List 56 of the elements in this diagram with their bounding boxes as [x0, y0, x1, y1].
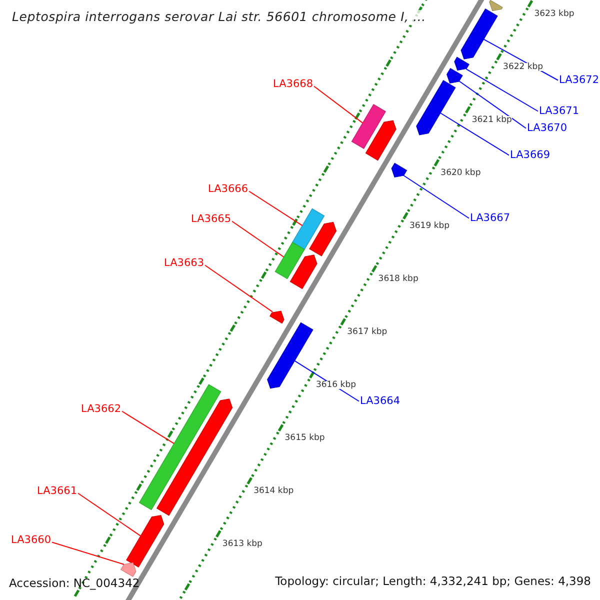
gene-feature [120, 562, 136, 578]
gene-feature [270, 310, 284, 324]
scale-label: 3613 kbp [222, 540, 262, 548]
gene-feature [292, 208, 325, 250]
gene-feature [156, 398, 233, 516]
scale-label: 3618 kbp [378, 274, 418, 284]
gene-label: LA3665 [191, 214, 231, 224]
gene-label: LA3660 [11, 535, 51, 546]
gene-feature [290, 254, 318, 290]
gene-label: LA3672 [559, 75, 599, 86]
gene-label: LA3662 [81, 404, 121, 414]
gene-feature [391, 162, 408, 178]
leader-line [403, 175, 470, 219]
leader-line [248, 190, 303, 226]
gene-label: LA3671 [539, 106, 579, 116]
leader-line [458, 80, 526, 129]
gene-feature [126, 514, 164, 568]
gene-label: LA3667 [470, 213, 510, 224]
gene-feature [309, 222, 337, 256]
leader-line [78, 492, 142, 536]
accession-text: Accession: NC_004342 [9, 578, 140, 590]
leader-line [232, 220, 284, 258]
gene-feature [454, 56, 470, 71]
scale-label: 3621 kbp [472, 116, 512, 124]
leader-line [122, 410, 175, 444]
gene-label: LA3666 [208, 184, 248, 194]
scale-label: 3620 kbp [440, 168, 481, 178]
gene-label: LA3669 [510, 150, 550, 160]
gene-feature [274, 242, 305, 280]
topology-text: Topology: circular; Length: 4,332,241 bp; Genes: 4,398 [275, 575, 591, 588]
gene-label: LA3668 [273, 79, 313, 90]
gene-label: LA3661 [37, 486, 77, 496]
gene-feature [489, 0, 503, 12]
gene-label: LA3663 [164, 258, 204, 268]
gene-feature [138, 384, 222, 510]
gene-label: LA3670 [527, 123, 567, 134]
scale-label: 3622 kbp [503, 62, 544, 72]
scale-label: 3623 kbp [534, 10, 574, 18]
title: Leptospira interrogans serovar Lai str. 56601 chromosome I, ... [12, 10, 426, 24]
gene-feature [446, 68, 463, 84]
leader-line [52, 542, 124, 565]
gene-feature [351, 104, 386, 149]
scale-label: 3614 kbp [254, 486, 294, 496]
gene-feature [267, 322, 314, 389]
scale-label: 3617 kbp [347, 328, 388, 336]
leader-line [466, 68, 538, 112]
gene-feature [365, 120, 396, 161]
scale-label: 3619 kbp [409, 222, 450, 230]
leader-line [314, 86, 364, 124]
gene-feature [460, 8, 498, 60]
scale-label: 3616 kbp [316, 380, 356, 390]
leader-line [204, 264, 273, 312]
gene-label: LA3664 [360, 396, 400, 406]
gene-feature [416, 80, 456, 136]
scale-label: 3615 kbp [284, 434, 325, 442]
leader-line [440, 112, 510, 156]
